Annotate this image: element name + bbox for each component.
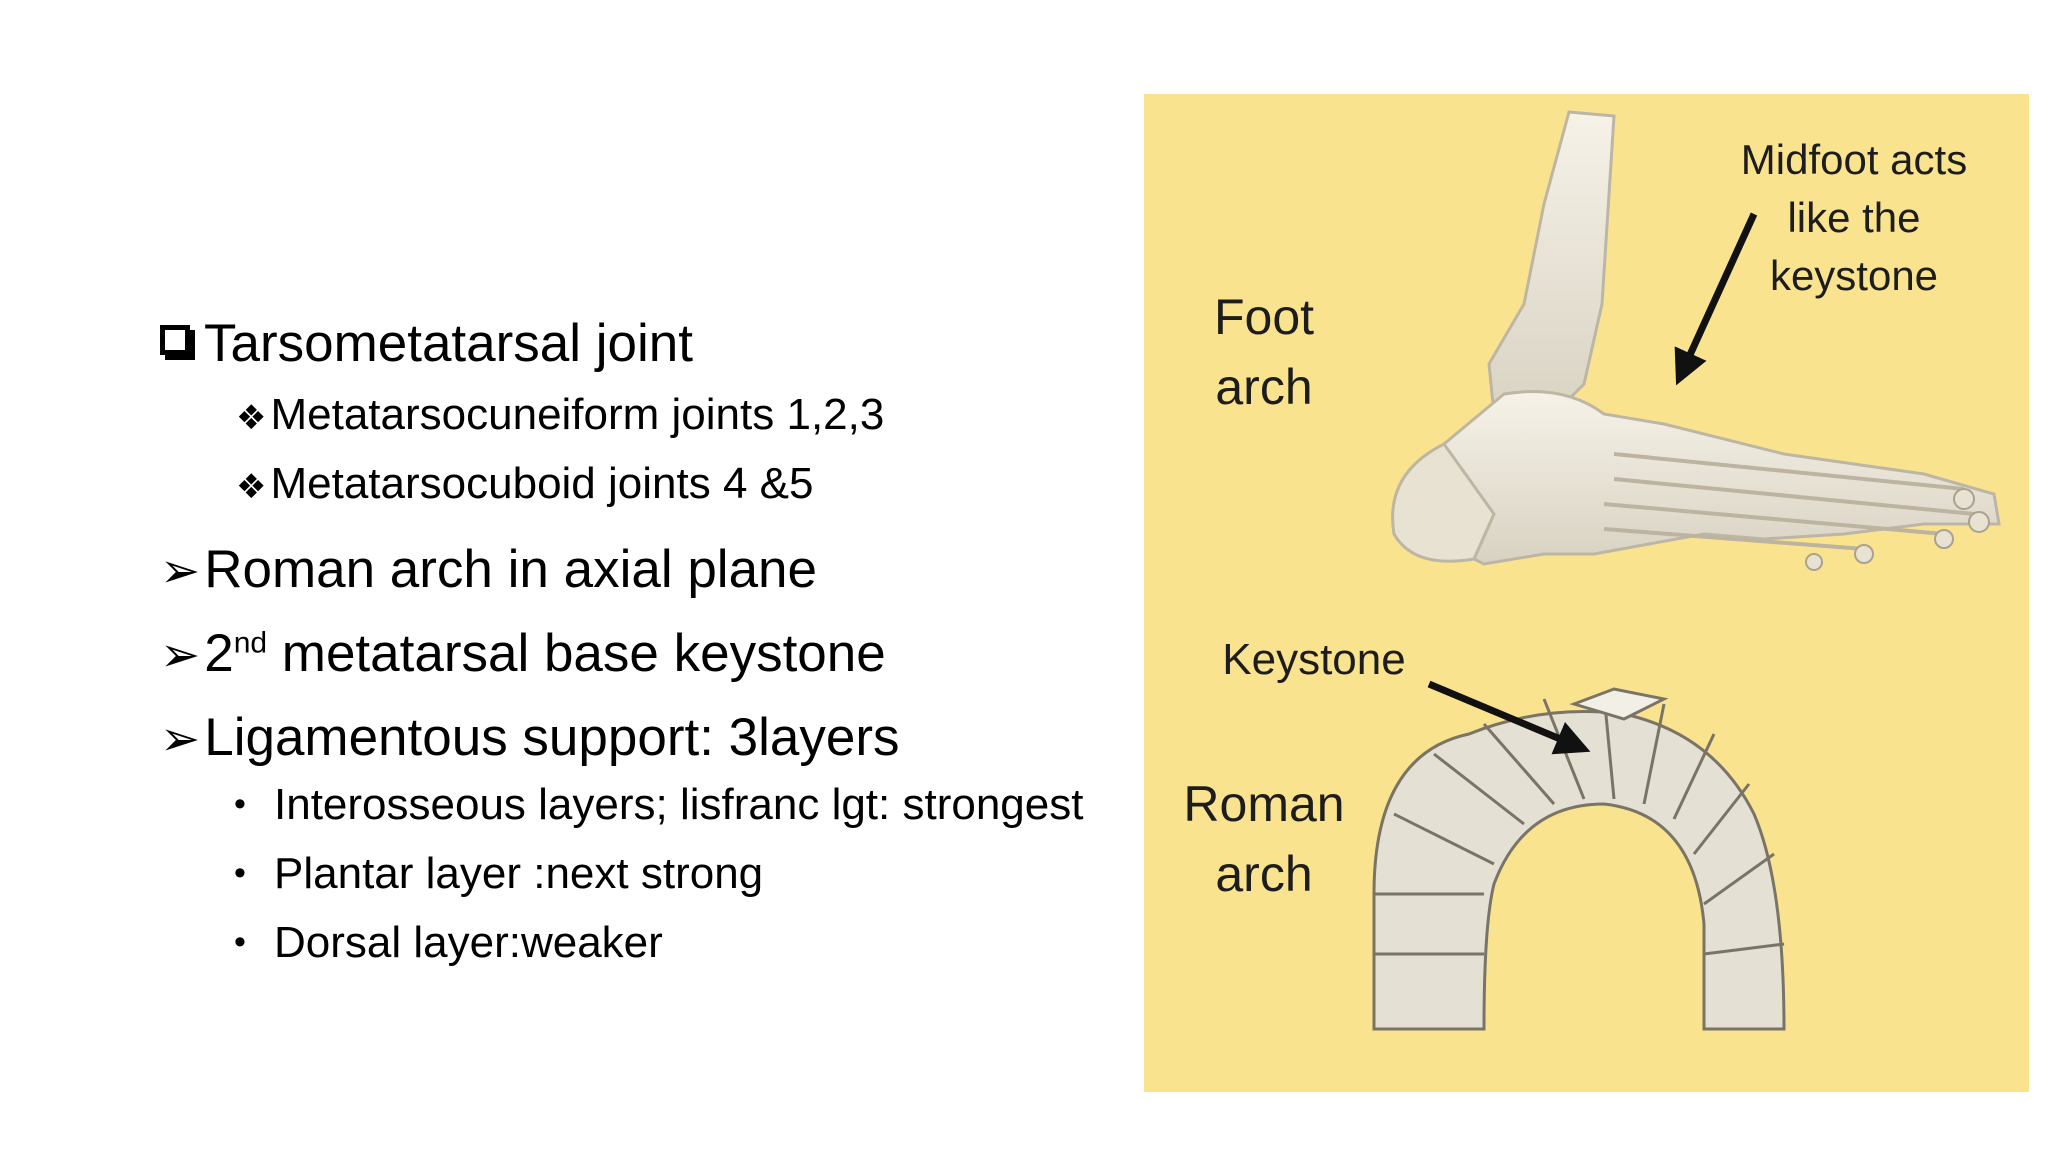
bullet-text-rest: metatarsal base keystone: [267, 624, 886, 683]
roman-arch-image: [1372, 687, 1786, 1031]
midfoot-arrow-icon: [1674, 212, 1758, 386]
bullet-text: Tarsometatarsal joint: [204, 314, 693, 373]
bullet-text: Roman arch in axial plane: [204, 540, 818, 599]
dot-bullet-icon: •: [234, 854, 246, 892]
foot-arch-label: Foot: [1214, 289, 1314, 345]
sub-bullet-plantar: • Plantar layer :next strong: [234, 841, 1150, 910]
roman-arch-label-line2: arch: [1215, 846, 1312, 902]
dot-bullet-icon: •: [234, 785, 246, 823]
bullet-text: Dorsal layer:weaker: [274, 918, 663, 967]
bullet-text: Ligamentous support: 3layers: [204, 708, 900, 767]
arrowhead-bullet-icon: ➢: [160, 545, 201, 598]
midfoot-label-line1: Midfoot acts: [1741, 136, 1967, 183]
midfoot-label-line2: like the: [1787, 194, 1920, 241]
bullet-keystone: ➢ 2nd metatarsal base keystone: [160, 622, 1150, 688]
bullet-text: 2nd metatarsal base keystone: [204, 622, 886, 686]
four-diamond-bullet-icon: ❖: [236, 468, 267, 506]
bullet-text: Metatarsocuboid joints 4 &5: [270, 459, 814, 508]
bullet-roman-arch: ➢ Roman arch in axial plane: [160, 538, 1150, 604]
checkbox-bullet-icon: [160, 325, 190, 355]
roman-arch-label-line1: Roman: [1183, 776, 1344, 832]
bullet-list: Tarsometatarsal joint ❖ Metatarsocuneifo…: [160, 312, 1150, 979]
midfoot-label-line3: keystone: [1770, 252, 1938, 299]
foot-arch-figure: Foot arch Midfoot acts like the keystone…: [1144, 94, 2029, 1092]
foot-skeleton-image: [1391, 110, 2001, 571]
dot-bullet-icon: •: [234, 923, 246, 961]
ordinal-number: 2: [204, 624, 234, 683]
sub-bullet-metatarsocuneiform: ❖ Metatarsocuneiform joints 1,2,3: [236, 382, 1150, 451]
sub-bullet-metatarsocuboid: ❖ Metatarsocuboid joints 4 &5: [236, 451, 1150, 520]
foot-arch-label-line2: arch: [1215, 359, 1312, 415]
sub-bullet-dorsal: • Dorsal layer:weaker: [234, 910, 1150, 979]
bullet-tarsometatarsal: Tarsometatarsal joint: [160, 312, 1150, 376]
sub-bullet-interosseous: • Interosseous layers; lisfranc lgt: str…: [234, 772, 1150, 841]
keystone-label: Keystone: [1222, 635, 1405, 684]
arrowhead-bullet-icon: ➢: [160, 713, 201, 766]
keystone-arrow-icon: [1427, 680, 1591, 755]
bullet-text: Metatarsocuneiform joints 1,2,3: [270, 390, 885, 439]
bullet-text: Interosseous layers; lisfranc lgt: stron…: [274, 780, 1084, 829]
four-diamond-bullet-icon: ❖: [236, 399, 267, 437]
figure-illustration: Foot arch Midfoot acts like the keystone…: [1183, 110, 2001, 1031]
ordinal-suffix: nd: [233, 626, 268, 660]
bullet-text: Plantar layer :next strong: [274, 849, 764, 898]
arrowhead-bullet-icon: ➢: [160, 629, 201, 682]
bullet-ligamentous-support: ➢ Ligamentous support: 3layers: [160, 706, 1150, 772]
